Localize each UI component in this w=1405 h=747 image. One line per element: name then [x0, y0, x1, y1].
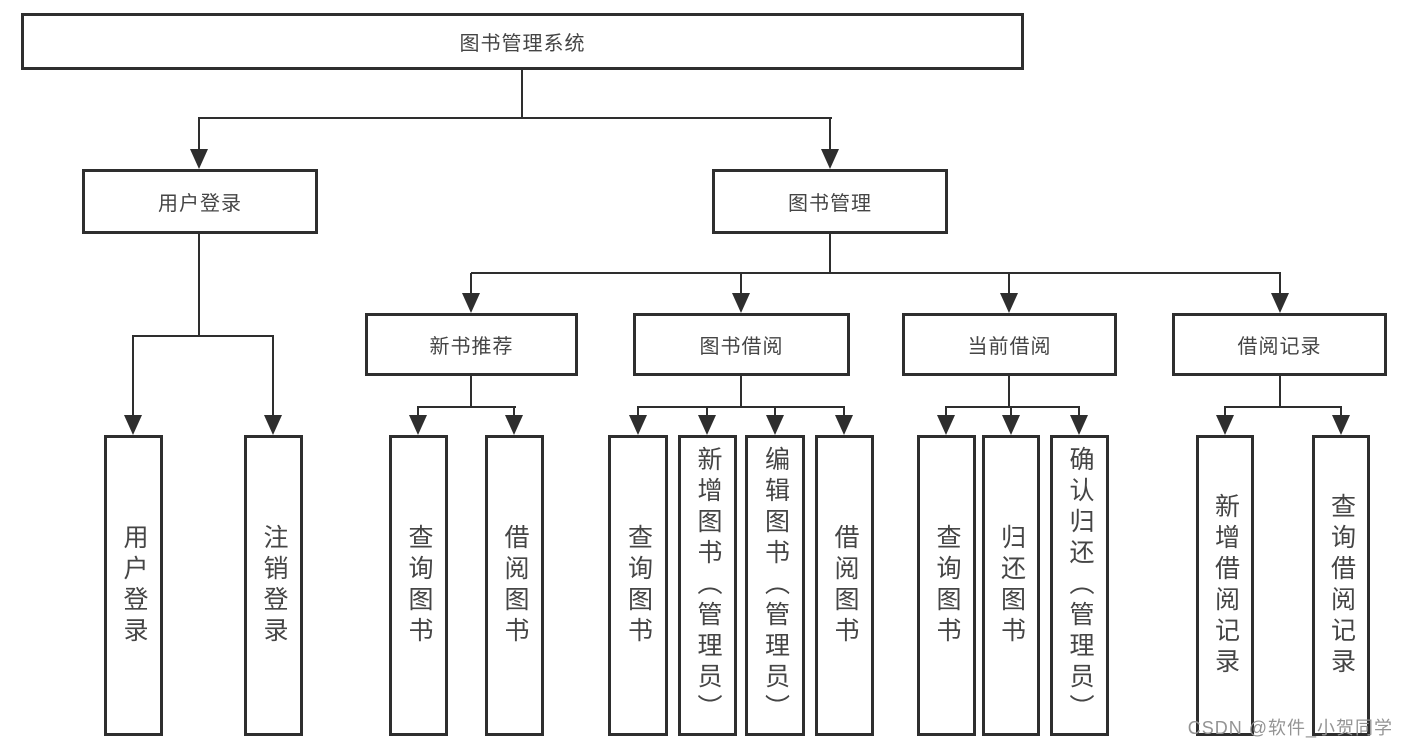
connector-leaf-stem: [132, 336, 134, 416]
connector-book-mgmt-stem: [829, 118, 831, 151]
arrow-down-icon: [766, 415, 784, 435]
connector-group-stem: [470, 273, 472, 294]
leaf-user-login-label: 用户登录: [120, 523, 148, 648]
leaf-current-confirm-return-admin: 确认归还（管理员）: [1050, 435, 1109, 736]
watermark-text: CSDN @软件_小贺同学: [1187, 718, 1393, 738]
connector-group-stem: [740, 273, 742, 294]
leaf-borrowing-query-books: 查询图书: [608, 435, 668, 736]
leaf-borrowing-borrow-books-label: 借阅图书: [831, 523, 859, 648]
leaf-current-return-books: 归还图书: [982, 435, 1040, 736]
connector-group-down-stem: [740, 376, 742, 407]
leaf-borrowing-add-books-admin-label: 新增图书（管理员）: [694, 446, 722, 725]
connector-leaf-stem: [706, 407, 708, 416]
arrow-down-icon: [1070, 415, 1088, 435]
connector-leaf-stem: [843, 407, 845, 416]
connector-leaf-split: [637, 406, 845, 408]
connector-group-stem: [1008, 273, 1010, 294]
connector-group-down-stem: [470, 376, 472, 407]
connector-root-stem: [521, 70, 523, 118]
node-current-borrowing: 当前借阅: [902, 313, 1117, 376]
node-root-system: 图书管理系统: [21, 13, 1024, 70]
connector-leaf-stem: [1078, 407, 1080, 416]
leaf-recommend-borrow-books-label: 借阅图书: [501, 523, 529, 648]
arrow-down-icon: [937, 415, 955, 435]
arrow-down-icon: [698, 415, 716, 435]
arrow-down-icon: [732, 293, 750, 313]
node-book-management: 图书管理: [712, 169, 948, 234]
connector-user-login-stem: [198, 118, 200, 151]
arrow-down-icon: [835, 415, 853, 435]
connector-level2-split: [471, 272, 1281, 274]
node-book-management-label: 图书管理: [788, 193, 872, 215]
node-new-book-recommendation-label: 新书推荐: [429, 336, 514, 358]
leaf-recommend-query-books-label: 查询图书: [405, 523, 433, 648]
leaf-current-confirm-return-admin-label: 确认归还（管理员）: [1066, 446, 1094, 725]
connector-leaf-split: [417, 406, 516, 408]
connector-group-stem: [1279, 273, 1281, 294]
connector-leaf-stem: [945, 407, 947, 416]
node-new-book-recommendation: 新书推荐: [365, 313, 578, 376]
leaf-records-add-record: 新增借阅记录: [1196, 435, 1254, 736]
leaf-current-query-books-label: 查询图书: [933, 523, 961, 648]
leaf-logout-login: 注销登录: [244, 435, 303, 736]
leaf-borrowing-edit-books-admin-label: 编辑图书（管理员）: [761, 446, 790, 725]
arrow-down-icon: [1002, 415, 1020, 435]
leaf-borrowing-borrow-books: 借阅图书: [815, 435, 874, 736]
arrow-down-icon: [1000, 293, 1018, 313]
arrow-down-icon: [1332, 415, 1350, 435]
connector-leaf-split: [1224, 406, 1342, 408]
node-user-login: 用户登录: [82, 169, 318, 234]
connector-leaf-stem: [1010, 407, 1012, 416]
leaf-user-login: 用户登录: [104, 435, 163, 736]
connector-group-down-stem: [1279, 376, 1281, 407]
connector-leaf-stem: [637, 407, 639, 416]
arrow-down-icon: [264, 415, 282, 435]
node-borrowing-records: 借阅记录: [1172, 313, 1387, 376]
node-book-borrowing: 图书借阅: [633, 313, 850, 376]
node-current-borrowing-label: 当前借阅: [967, 336, 1052, 358]
node-borrowing-records-label: 借阅记录: [1237, 336, 1322, 358]
leaf-borrowing-edit-books-admin: 编辑图书（管理员）: [745, 435, 805, 736]
leaf-records-query-record: 查询借阅记录: [1312, 435, 1370, 736]
connector-leaf-stem: [417, 407, 419, 416]
connector-user-branch-split: [132, 335, 274, 337]
leaf-records-add-record-label: 新增借阅记录: [1211, 492, 1240, 679]
leaf-records-query-record-label: 查询借阅记录: [1327, 492, 1356, 679]
connector-leaf-stem: [774, 407, 776, 416]
node-user-login-label: 用户登录: [158, 193, 242, 215]
leaf-current-return-books-label: 归还图书: [997, 523, 1026, 648]
arrow-down-icon: [629, 415, 647, 435]
arrow-down-icon: [190, 149, 208, 169]
connector-user-branch-stem: [198, 233, 200, 336]
leaf-recommend-query-books: 查询图书: [389, 435, 448, 736]
leaf-borrowing-query-books-label: 查询图书: [624, 523, 653, 648]
leaf-current-query-books: 查询图书: [917, 435, 976, 736]
arrow-down-icon: [1271, 293, 1289, 313]
arrow-down-icon: [124, 415, 142, 435]
connector-mgmt-branch-stem: [829, 233, 831, 273]
leaf-borrowing-add-books-admin: 新增图书（管理员）: [678, 435, 737, 736]
arrow-down-icon: [409, 415, 427, 435]
arrow-down-icon: [505, 415, 523, 435]
connector-level1-split: [198, 117, 832, 119]
arrow-down-icon: [1216, 415, 1234, 435]
arrow-down-icon: [462, 293, 480, 313]
connector-leaf-stem: [272, 336, 274, 416]
connector-group-down-stem: [1008, 376, 1010, 407]
node-root-system-label: 图书管理系统: [459, 33, 586, 55]
leaf-recommend-borrow-books: 借阅图书: [485, 435, 544, 736]
leaf-logout-login-label: 注销登录: [260, 523, 288, 648]
connector-leaf-stem: [513, 407, 515, 416]
connector-leaf-stem: [1224, 407, 1226, 416]
connector-leaf-split: [945, 406, 1080, 408]
node-book-borrowing-label: 图书借阅: [699, 336, 784, 358]
connector-leaf-stem: [1340, 407, 1342, 416]
arrow-down-icon: [821, 149, 839, 169]
